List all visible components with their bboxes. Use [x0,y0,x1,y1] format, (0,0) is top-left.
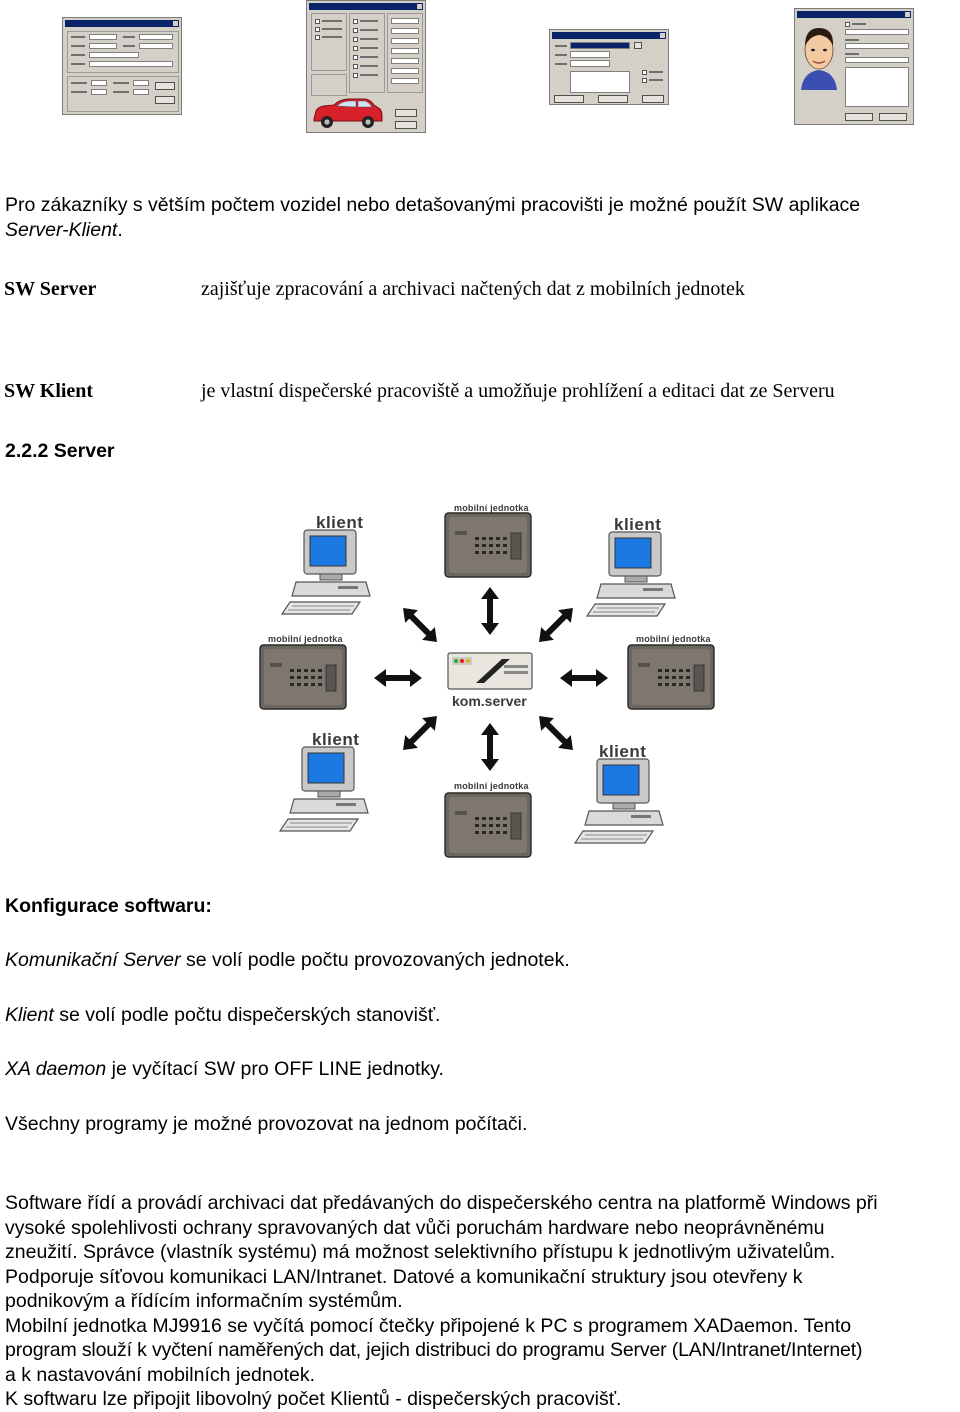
config-text: je vyčítací SW pro OFF LINE jednotky. [106,1058,444,1080]
close-icon [660,33,665,38]
arrow-to-client-bottom-right [532,709,580,757]
definition-term-server: SW Server [4,278,97,300]
arrow-to-mobile-unit-bottom [481,723,499,771]
config-line-daemon: XA daemon je vyčítací SW pro OFF LINE je… [5,1057,444,1082]
paragraph-line: Software řídí a provádí archivaci dat př… [5,1192,878,1214]
mobile-unit-label-right: mobilní jednotka [636,634,711,644]
network-diagram-graphic [259,512,715,858]
definition-desc-client: je vlastní dispečerské pracoviště a umož… [201,380,835,402]
window-title-bar [309,3,423,10]
window-title-bar [552,32,666,39]
client-computer-top-right [586,531,676,617]
window-title-bar [797,11,911,18]
config-line-client: Klient se volí podle počtu dispečerských… [5,1003,440,1028]
section-heading: 2.2.2 Server [5,440,115,462]
config-text: Všechny programy je možné provozovat na … [5,1113,528,1135]
config-line-all-programs: Všechny programy je možné provozovat na … [5,1112,527,1137]
client-label-bottom-left: klient [312,730,360,749]
client-computer-bottom-left [279,746,369,832]
screenshot-thumbnail-2 [306,0,426,133]
paragraph-line: zneužití. Správce (vlastník systému) má … [5,1241,836,1263]
close-icon [905,12,910,17]
paragraph-line: Podporuje síťovou komunikaci LAN/Intrane… [5,1265,803,1288]
arrow-to-client-top-left [396,601,444,649]
intro-italic-term: Server-Klient [5,218,118,241]
screenshot-thumbnail-1 [62,17,182,115]
client-label-top-left: klient [316,513,364,532]
mobile-unit-label-bottom: mobilní jednotka [454,781,529,791]
mobile-unit-left [259,644,347,710]
screenshot-thumbnail-3 [549,29,669,105]
mobile-unit-bottom [444,792,532,858]
arrow-to-mobile-unit-right [560,669,608,687]
description-paragraph: Software řídí a provádí archivaci dat př… [5,1191,960,1412]
mobile-unit-label-top: mobilní jednotka [454,503,529,513]
server-label: kom.server [452,693,527,709]
config-term: XA daemon [5,1058,107,1080]
mobile-unit-right [627,644,715,710]
config-line-server: Komunikační Server se volí podle počtu p… [5,948,570,973]
client-label-bottom-right: klient [599,742,647,761]
config-term: Klient [5,1004,54,1026]
server-icon [447,652,533,690]
mobile-unit-label-left: mobilní jednotka [268,634,343,644]
config-text: se volí podle počtu provozovaných jednot… [180,949,570,971]
config-heading: Konfigurace softwaru: [5,895,212,917]
intro-tail: . [117,218,123,241]
arrow-to-mobile-unit-top [481,587,499,635]
paragraph-line: podnikovým a řídícím informačním systémů… [5,1290,403,1312]
paragraph-line: a k nastavování mobilních jednotek. [5,1363,316,1386]
config-text: se volí podle počtu dispečerských stanov… [53,1004,441,1026]
client-label-top-right: klient [614,515,662,534]
client-computer-top-left [281,529,371,615]
person-portrait-icon [797,20,841,90]
intro-paragraph: Pro zákazníky s větším počtem vozidel ne… [5,193,960,242]
window-title-bar [65,20,179,27]
car-icon [313,98,383,128]
arrow-to-mobile-unit-left [374,669,422,687]
config-term: Komunikační Server [5,949,181,971]
paragraph-line: K softwaru lze připojit libovolný počet … [5,1388,622,1410]
close-icon [417,4,422,9]
definition-term-client: SW Klient [4,380,94,402]
intro-text: Pro zákazníky s větším počtem vozidel ne… [5,194,861,216]
screenshot-thumbnail-4 [794,8,914,125]
mobile-unit-top [444,512,532,578]
paragraph-line: Mobilní jednotka MJ9916 se vyčítá pomocí… [5,1314,852,1337]
arrow-to-client-bottom-left [396,709,444,757]
definition-desc-server: zajišťuje zpracování a archivaci načtený… [201,278,745,300]
paragraph-line: program slouží k vyčtení naměřených dat,… [5,1339,863,1361]
arrow-to-client-top-right [532,601,580,649]
client-computer-bottom-right [574,758,664,844]
network-diagram: klient klient klient klient mobilní jedn… [240,495,740,860]
paragraph-line: vysoké spolehlivosti ochrany spravovanýc… [5,1216,825,1239]
close-icon [173,21,178,26]
